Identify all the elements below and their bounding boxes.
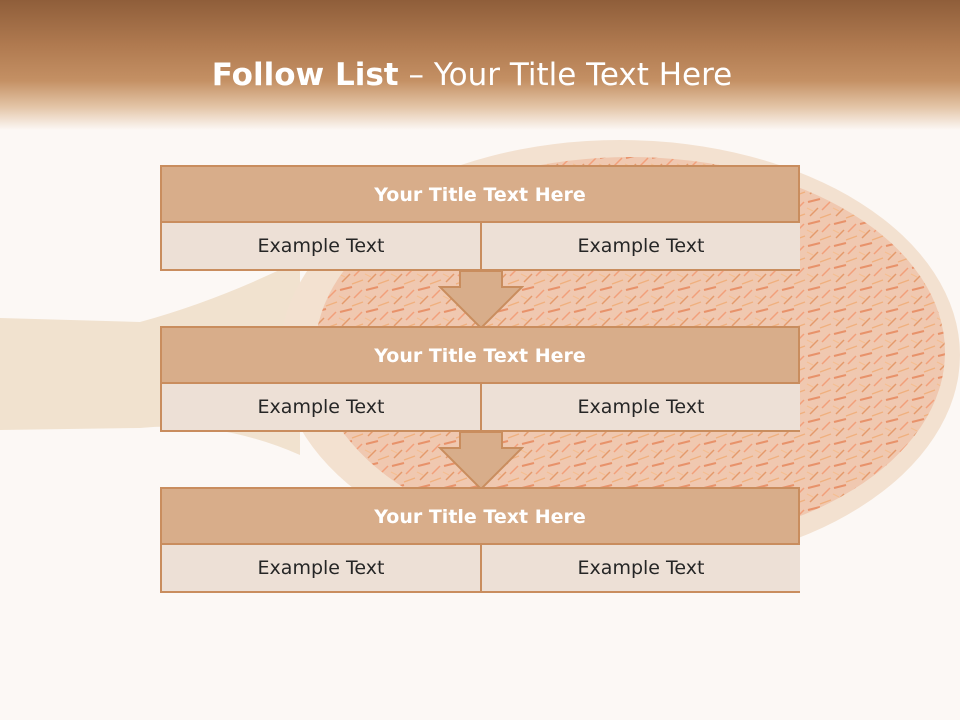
block-right-text: Example Text [482, 545, 800, 591]
list-block-1: Your Title Text Here Example Text Exampl… [160, 165, 800, 271]
list-block-2: Your Title Text Here Example Text Exampl… [160, 326, 800, 432]
block-left-text: Example Text [162, 545, 482, 591]
block-title: Your Title Text Here [162, 167, 798, 223]
block-right-text: Example Text [482, 223, 800, 269]
title-banner [0, 0, 960, 130]
slide-title-main: Follow List [211, 57, 399, 93]
slide-title-sub: – Your Title Text Here [408, 57, 733, 93]
block-title: Your Title Text Here [162, 328, 798, 384]
down-arrow-icon [438, 431, 524, 491]
block-right-text: Example Text [482, 384, 800, 430]
block-left-text: Example Text [162, 384, 482, 430]
block-left-text: Example Text [162, 223, 482, 269]
down-arrow-icon [438, 270, 524, 330]
block-title: Your Title Text Here [162, 489, 798, 545]
slide-title: Follow List – Your Title Text Here [0, 52, 944, 98]
list-block-3: Your Title Text Here Example Text Exampl… [160, 487, 800, 593]
